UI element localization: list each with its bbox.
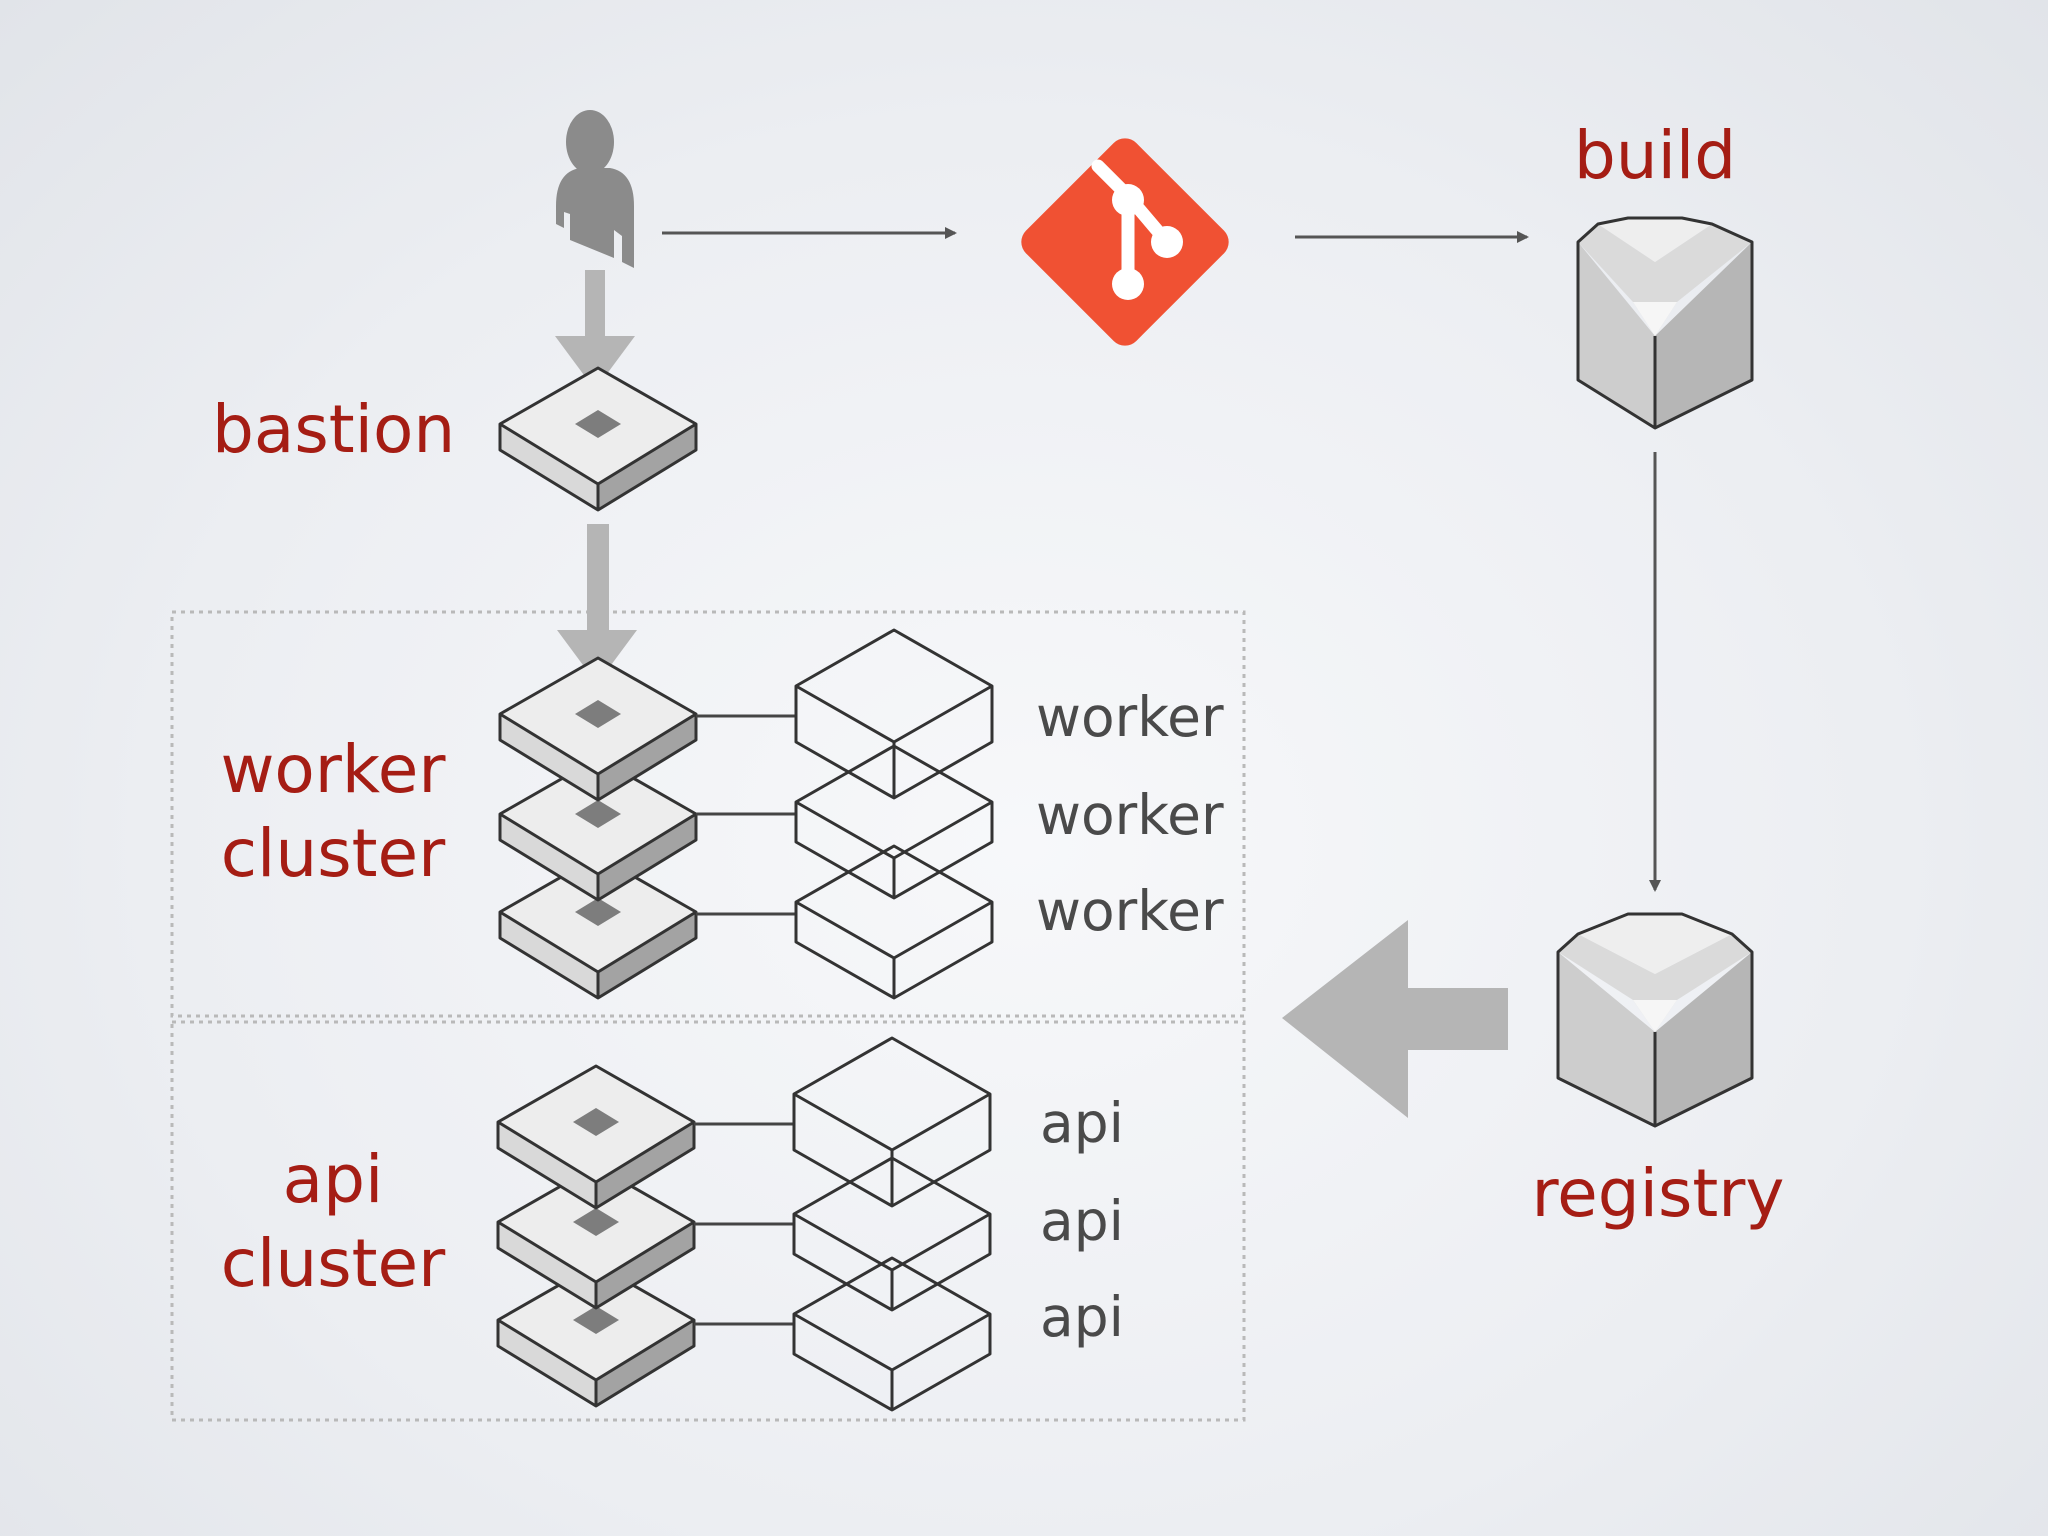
label-api-cluster-2: cluster [221, 1225, 446, 1302]
label-worker-cluster-2: cluster [221, 815, 446, 892]
worker-label: worker [1036, 879, 1224, 943]
git-branch-nodes [1112, 184, 1183, 300]
api-label: api [1040, 1189, 1124, 1253]
registry-package-icon [1556, 912, 1754, 1128]
worker-server-1 [498, 656, 698, 802]
user-icon [556, 110, 634, 268]
down-arrow-user-to-bastion [555, 270, 635, 390]
worker-label: worker [1036, 783, 1224, 847]
worker-server-2 [498, 756, 698, 902]
bastion-server-icon [498, 366, 698, 512]
api-server-1 [496, 1064, 696, 1210]
label-worker-cluster-1: worker [220, 731, 446, 808]
label-bastion: bastion [212, 391, 455, 468]
worker-container-1 [794, 628, 994, 800]
api-container-1 [792, 1036, 992, 1208]
worker-label: worker [1036, 685, 1224, 749]
worker-server-3 [498, 854, 698, 1000]
api-server-2 [496, 1164, 696, 1310]
api-label: api [1040, 1285, 1124, 1349]
build-package-icon [1576, 216, 1754, 430]
label-api-cluster-1: api [283, 1141, 384, 1218]
api-label: api [1040, 1091, 1124, 1155]
worker-container-3 [794, 844, 994, 1000]
left-arrow-registry-to-clusters [1282, 920, 1508, 1118]
label-registry: registry [1532, 1155, 1785, 1232]
api-container-3 [792, 1256, 992, 1412]
label-build: build [1574, 117, 1736, 194]
api-cluster-frame [170, 1020, 1246, 1422]
